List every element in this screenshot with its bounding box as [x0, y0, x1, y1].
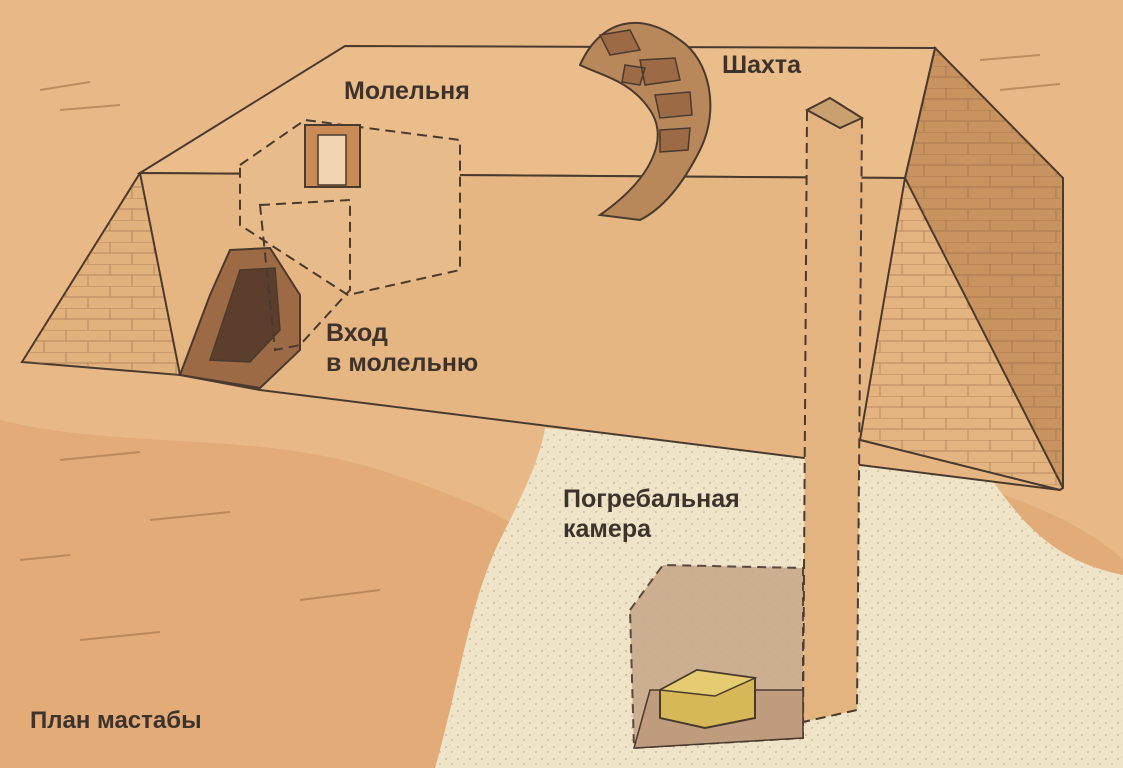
label-plan-title: План мастабы	[30, 707, 202, 734]
shaft-top	[804, 96, 865, 130]
mastaba-back-wall-brick	[905, 48, 1063, 488]
label-entrance-line1: Вход	[326, 319, 388, 347]
entrance-dark	[208, 267, 281, 363]
ground-sketch-strokes	[19, 54, 1091, 641]
label-entrance-line2: в молельню	[326, 349, 479, 377]
shaft-column	[801, 96, 864, 724]
entrance-corridor-dashed	[258, 198, 351, 352]
sarcophagus-top	[657, 669, 758, 697]
label-burial-chamber: Погребальная камера	[563, 484, 740, 544]
prayer-room-doorway-light	[317, 134, 347, 186]
rubble-stones	[598, 29, 693, 153]
label-prayer-room: Молельня	[344, 77, 470, 105]
label-shaft: Шахта	[722, 51, 802, 79]
ground-shading	[0, 420, 560, 768]
label-chamber-line2: камера	[563, 515, 651, 543]
label-chamber-line1: Погребальная	[563, 485, 740, 513]
label-entrance: Вход в молельню	[326, 318, 478, 378]
